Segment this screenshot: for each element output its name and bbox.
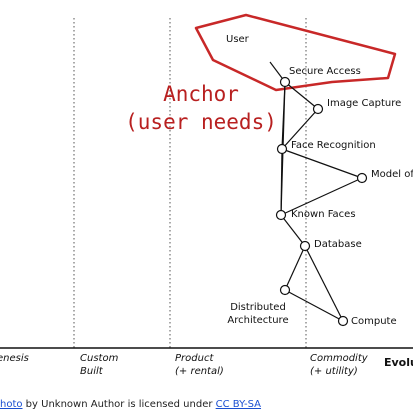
evolution-axis-title: Evolu — [384, 356, 413, 369]
attribution-text: by Unknown Author is licensed under — [22, 399, 216, 410]
node-distributed-architecture — [279, 284, 291, 296]
edge-face-recognition-to-model-of-face — [281, 148, 363, 179]
stage-product-line-1: Product — [175, 353, 214, 364]
node-label-compute: Compute — [351, 316, 397, 327]
stage-genesis-label: enesis — [0, 353, 29, 364]
edge-face-recognition-to-known-faces — [280, 148, 283, 216]
node-image-capture — [312, 103, 324, 115]
attribution-caption: hoto by Unknown Author is licensed under… — [0, 396, 413, 413]
photo-link[interactable]: hoto — [0, 399, 23, 410]
anchor-highlight-outline — [194, 13, 397, 92]
node-compute — [337, 315, 349, 327]
node-database — [299, 240, 311, 252]
node-label-user: User — [226, 34, 250, 45]
node-secure-access — [279, 76, 291, 88]
edge-database-to-compute — [304, 245, 344, 322]
node-label-secure-access: Secure Access — [289, 66, 361, 77]
stage-commodity-line-2: (+ utility) — [310, 366, 358, 377]
node-label-face-recognition: Face Recognition — [291, 140, 376, 151]
edge-secure-access-to-image-capture — [284, 81, 319, 110]
stage-commodity-line-1: Commodity — [310, 353, 369, 364]
node-label-model-of-face: Model of Face — [371, 169, 413, 180]
edge-distributed-architecture-to-compute — [284, 289, 344, 322]
node-face-recognition — [276, 143, 288, 155]
node-label-database: Database — [314, 239, 362, 250]
node-label-distributed-architecture-line-1: Distributed — [230, 302, 286, 313]
annotation-line-2: (user needs) — [125, 110, 277, 134]
node-model-of-face — [356, 172, 368, 184]
stage-custom-built-line-1: Custom — [80, 353, 119, 364]
stage-custom-built-line-2: Built — [80, 366, 104, 377]
node-label-known-faces: Known Faces — [291, 209, 356, 220]
node-label-distributed-architecture-line-2: Architecture — [227, 315, 288, 326]
stage-product-line-2: (+ rental) — [175, 366, 224, 377]
edge-database-to-distributed-architecture — [284, 245, 306, 291]
edge-known-faces-to-database — [280, 214, 306, 247]
annotation-line-1: Anchor — [163, 82, 239, 106]
edge-model-of-face-to-known-faces — [280, 177, 363, 216]
node-label-image-capture: Image Capture — [327, 98, 401, 109]
node-known-faces — [275, 209, 287, 221]
license-link[interactable]: CC BY-SA — [215, 399, 262, 410]
edge-image-capture-to-face-recognition — [281, 108, 319, 150]
